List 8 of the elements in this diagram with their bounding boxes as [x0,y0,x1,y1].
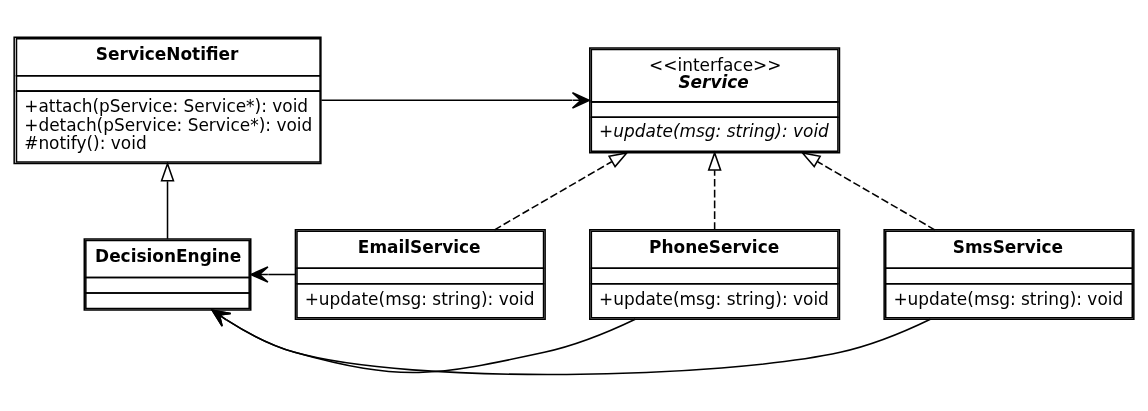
arrow [211,309,636,373]
arrow [160,160,175,239]
arrow [250,265,297,283]
arrow [800,151,936,231]
arrow [211,309,932,375]
arrow [493,151,629,231]
arrow [707,150,722,231]
arrow [320,91,591,109]
